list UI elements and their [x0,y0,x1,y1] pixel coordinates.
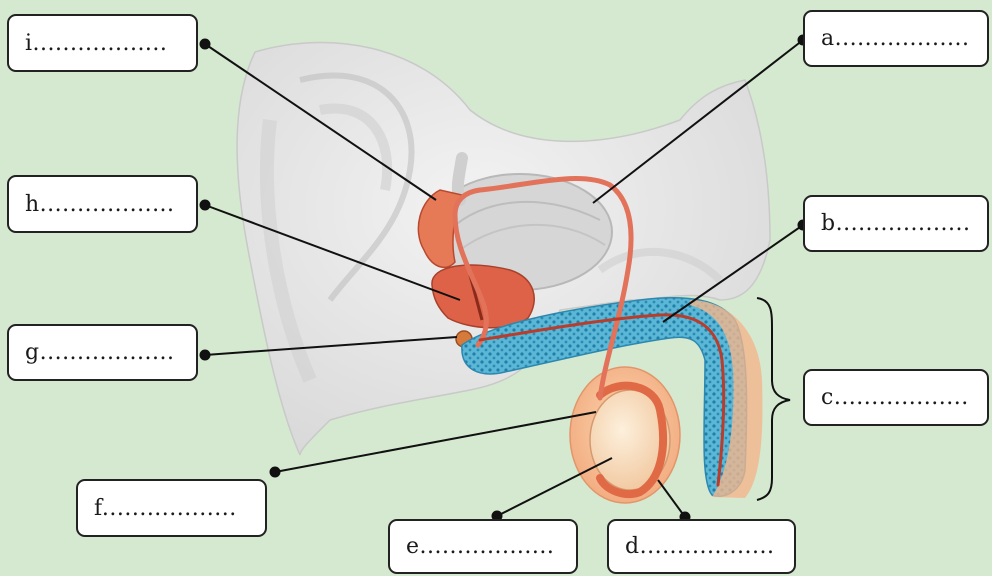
label-h[interactable]: h.................. [7,175,198,233]
label-g[interactable]: g.................. [7,324,198,381]
label-b[interactable]: b.................. [803,195,989,252]
label-d[interactable]: d.................. [607,519,796,574]
label-a[interactable]: a.................. [803,10,989,67]
label-f[interactable]: f.................. [76,479,267,537]
label-e[interactable]: e.................. [388,519,578,574]
label-c[interactable]: c.................. [803,369,989,426]
label-i[interactable]: i.................. [7,14,198,72]
